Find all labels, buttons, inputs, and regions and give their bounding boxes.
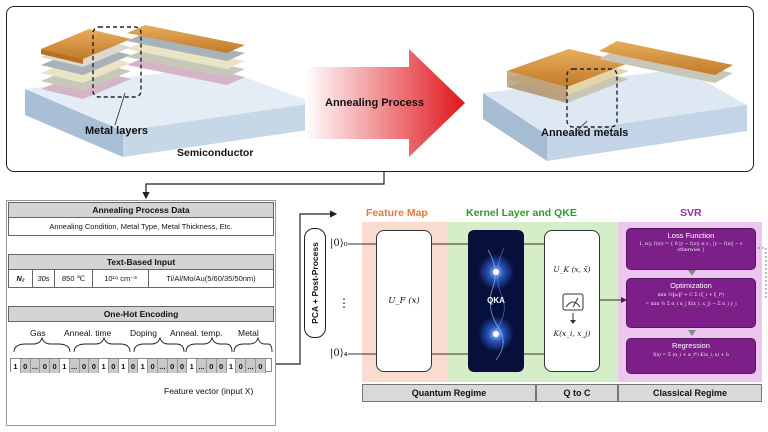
feature-bit: 0 <box>50 359 60 373</box>
qka-box: QKA <box>468 230 524 372</box>
category-doping: Doping <box>130 328 157 338</box>
brace-metal <box>233 336 273 353</box>
ket-dots: ⋮ <box>338 296 350 310</box>
text-cell-temp: 850 ℃ <box>55 270 93 287</box>
feature-map-gate: U_F (x) <box>376 230 432 372</box>
regression-title: Regression <box>672 341 710 350</box>
brace-anneal-time <box>73 336 131 353</box>
annealed-metal-front <box>507 49 629 103</box>
kernel-title: Kernel Layer and QKE <box>466 207 577 219</box>
feature-bit: 0 <box>79 359 90 373</box>
category-braces <box>13 336 273 353</box>
metal-stack-back <box>127 25 245 85</box>
text-cell-gas: N₂ <box>9 270 33 287</box>
brace-gas <box>13 336 71 353</box>
svr-arrow-2 <box>688 330 696 336</box>
loss-function-box: Loss Function L_ε(y, f(x)) = { 0 |y − f(… <box>626 228 756 270</box>
qka-glow <box>478 247 514 361</box>
optimization-box: Optimization min ½‖ω‖² + C Σ (ξ_i + ξ_i*… <box>626 278 756 328</box>
feature-bit: 0 <box>20 359 31 373</box>
feature-bit: 1 <box>11 359 21 373</box>
annealed-metals-label: Annealed metals <box>541 127 629 139</box>
category-gas: Gas <box>30 328 46 338</box>
feature-map-title: Feature Map <box>366 207 428 219</box>
feature-bit: 1 <box>226 359 237 373</box>
qka-label: QKA <box>487 296 505 305</box>
feature-bit: ... <box>69 359 80 373</box>
onehot-header: One-Hot Encoding <box>8 306 274 322</box>
optimization-formula-1: min ½‖ω‖² + C Σ (ξ_i + ξ_i*) <box>657 293 725 298</box>
kernel-down-arrow <box>570 313 576 324</box>
feature-bit: 1 <box>99 359 109 373</box>
top-illustration <box>25 25 747 161</box>
metal-layers-label: Metal layers <box>85 125 148 137</box>
top-panel: Metal layers Semiconductor Annealing Pro… <box>6 6 754 172</box>
pointer-metal <box>114 92 126 126</box>
highlight-box-left <box>92 26 142 98</box>
process-arrow <box>305 49 465 157</box>
optimization-formula-2: = min ½ Σ α_i α_j K(x_i, x_j) − Σ α_i y_… <box>645 302 737 307</box>
feature-bit: 0 <box>148 359 158 373</box>
brace-anneal-temp <box>185 336 233 353</box>
semiconductor-slab-right <box>483 69 747 161</box>
optimization-title: Optimization <box>670 281 712 290</box>
text-cell-doping: 10¹⁸ cm⁻³ <box>93 270 149 287</box>
kernel-gate: U_K (x, x̃) K(x_i, x_j) <box>544 230 600 372</box>
feature-bit: 1 <box>118 359 129 373</box>
feature-bit: 1 <box>138 359 149 373</box>
feature-bit: 0 <box>40 359 51 373</box>
pointer-annealed <box>576 120 588 132</box>
semiconductor-label: Semiconductor <box>177 147 254 159</box>
q-to-c-label: Q to C <box>536 384 618 402</box>
category-anneal-time: Anneal. time <box>64 328 112 338</box>
ket-top: |0⟩₀ <box>330 238 348 249</box>
feature-bit: 1 <box>187 359 198 373</box>
feature-bit: ... <box>157 359 168 373</box>
process-data-header: Annealing Process Data <box>8 202 274 218</box>
process-data-row: Annealing Condition, Metal Type, Metal T… <box>8 218 274 236</box>
feature-bit: 0 <box>216 359 227 373</box>
classical-regime-label: Classical Regime <box>618 384 762 402</box>
regression-box: Regression f(x) = Σ (α_i + α_i*) K(x_i, … <box>626 338 756 374</box>
loss-function-formula: L_ε(y, f(x)) = { 0 |y − f(x)| ≤ ε ; |y −… <box>639 242 743 253</box>
text-cell-time: 30s <box>33 270 55 287</box>
brace-doping <box>133 336 185 353</box>
regression-formula: f(x) = Σ (α_i + α_i*) K(x_i, x) + b <box>653 353 729 358</box>
measurement-icon <box>562 293 584 311</box>
feature-bit: 0 <box>255 359 266 373</box>
text-input-header: Text-Based Input <box>8 254 274 270</box>
feature-bit: 0 <box>128 359 139 373</box>
svr-arrow-1 <box>688 270 696 276</box>
quantum-regime-label: Quantum Regime <box>362 384 536 402</box>
annealing-process-label: Annealing Process <box>325 97 425 109</box>
ket-bottom: |0⟩₄ <box>330 348 348 359</box>
feature-bit: 0 <box>167 359 178 373</box>
feature-bit: ... <box>197 359 207 373</box>
feature-bit: 0 <box>108 359 119 373</box>
kernel-output-label: K(x_i, x_j) <box>553 329 591 338</box>
feature-bit: ... <box>246 359 256 373</box>
feature-bit: 1 <box>59 359 70 373</box>
text-cell-metal: Ti/Al/Mo/Au(5/60/35/50nm) <box>166 274 256 283</box>
feature-bit: 0 <box>236 359 247 373</box>
feature-bit: ... <box>30 359 41 373</box>
loss-function-title: Loss Function <box>667 231 715 240</box>
feature-bit: 0 <box>89 359 100 373</box>
metal-stack-front <box>41 29 131 99</box>
annealed-metal-back <box>599 41 733 83</box>
feature-bit: 0 <box>206 359 217 373</box>
category-anneal-temp: Anneal. temp. <box>170 328 223 338</box>
feature-vector-caption: Feature vector (input X) <box>164 386 254 396</box>
pca-box: PCA + Post-Process <box>304 228 326 338</box>
feature-map-gate-label: U_F (x) <box>388 296 420 306</box>
svr-title: SVR <box>680 207 702 219</box>
text-input-row: N₂ 30s 850 ℃ 10¹⁸ cm⁻³ Ti/Al/Mo/Au(5/60/… <box>8 270 274 288</box>
feature-bit: 0 <box>177 359 188 373</box>
highlight-box-right <box>566 68 618 128</box>
kernel-gate-label: U_K (x, x̃) <box>553 265 591 274</box>
category-metal: Metal <box>238 328 259 338</box>
